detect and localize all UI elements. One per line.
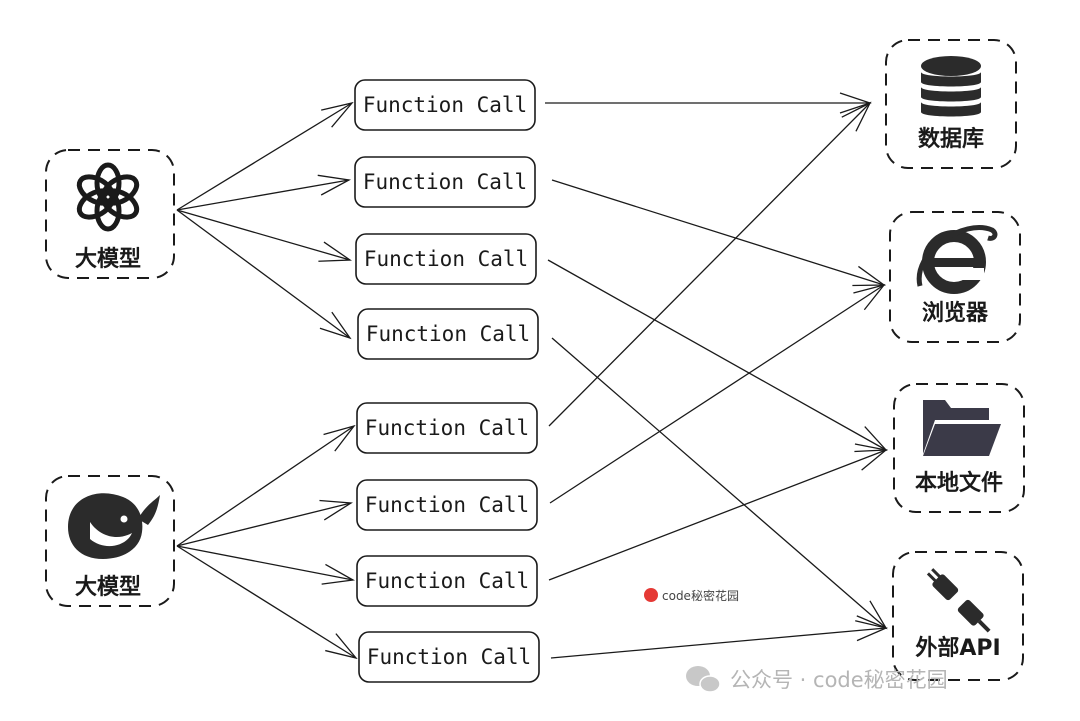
browser-e-icon: [916, 225, 998, 294]
edge-source-to-function-call: [176, 545, 353, 580]
plug-icon: [926, 568, 991, 633]
openai-logo-icon: [76, 162, 140, 232]
edge-function-call-to-target: [547, 259, 886, 450]
target-node-external-api: 外部API: [892, 551, 1024, 681]
target-node-local-files: 本地文件: [893, 383, 1025, 513]
source-label-deepseek: 大模型: [75, 575, 141, 600]
function-call-label: Function Call: [367, 645, 531, 669]
source-node-deepseek: 大模型: [45, 475, 175, 607]
small-watermark-text: code秘密花园: [662, 588, 739, 603]
small-watermark: code秘密花园: [644, 588, 739, 603]
database-icon: [921, 56, 981, 117]
edge-source-to-function-call: [176, 503, 351, 547]
bottom-watermark: 公众号 · code秘密花园: [686, 666, 948, 693]
edge-source-to-function-call: [176, 209, 350, 338]
target-label-browser: 浏览器: [922, 300, 989, 326]
target-label-database: 数据库: [918, 126, 984, 152]
function-call-label: Function Call: [366, 322, 530, 346]
wechat-icon: [686, 666, 721, 693]
function-call-box-2: Function Call: [354, 156, 536, 208]
function-call-label: Function Call: [365, 569, 529, 593]
target-node-database: 数据库: [885, 39, 1017, 169]
watermark-badge-icon: [644, 588, 658, 602]
edge-function-call-to-target: [549, 285, 884, 504]
function-call-box-8: Function Call: [358, 631, 540, 683]
edge-source-to-function-call: [176, 180, 349, 211]
function-call-box-5: Function Call: [356, 402, 538, 454]
function-call-label: Function Call: [365, 493, 529, 517]
source-label-openai: 大模型: [75, 247, 141, 272]
edge-function-call-to-target: [551, 337, 886, 628]
function-call-label: Function Call: [363, 93, 527, 117]
function-call-label: Function Call: [363, 170, 527, 194]
function-call-box-6: Function Call: [356, 479, 538, 531]
edge-source-to-function-call: [176, 426, 354, 547]
edge-function-call-to-target: [548, 450, 886, 581]
edge-function-call-to-target: [551, 179, 884, 285]
edge-source-to-function-call: [176, 209, 350, 260]
function-call-box-7: Function Call: [356, 555, 538, 607]
function-call-box-3: Function Call: [355, 233, 537, 285]
target-label-local-files: 本地文件: [915, 470, 1003, 496]
function-call-box-1: Function Call: [354, 79, 536, 131]
source-node-openai: 大模型: [45, 149, 175, 279]
target-label-external-api: 外部API: [915, 635, 1000, 661]
edge-source-to-function-call: [176, 545, 356, 658]
function-call-box-4: Function Call: [357, 308, 539, 360]
bottom-watermark-text: 公众号 · code秘密花园: [730, 668, 948, 692]
function-call-label: Function Call: [364, 247, 528, 271]
edges-layer: [176, 103, 886, 659]
function-call-label: Function Call: [365, 416, 529, 440]
target-node-browser: 浏览器: [889, 211, 1021, 343]
edge-function-call-to-target: [548, 103, 870, 427]
folder-icon: [923, 400, 1001, 456]
edge-function-call-to-target: [550, 628, 886, 659]
edge-source-to-function-call: [176, 103, 352, 211]
whale-logo-icon: [68, 493, 160, 559]
